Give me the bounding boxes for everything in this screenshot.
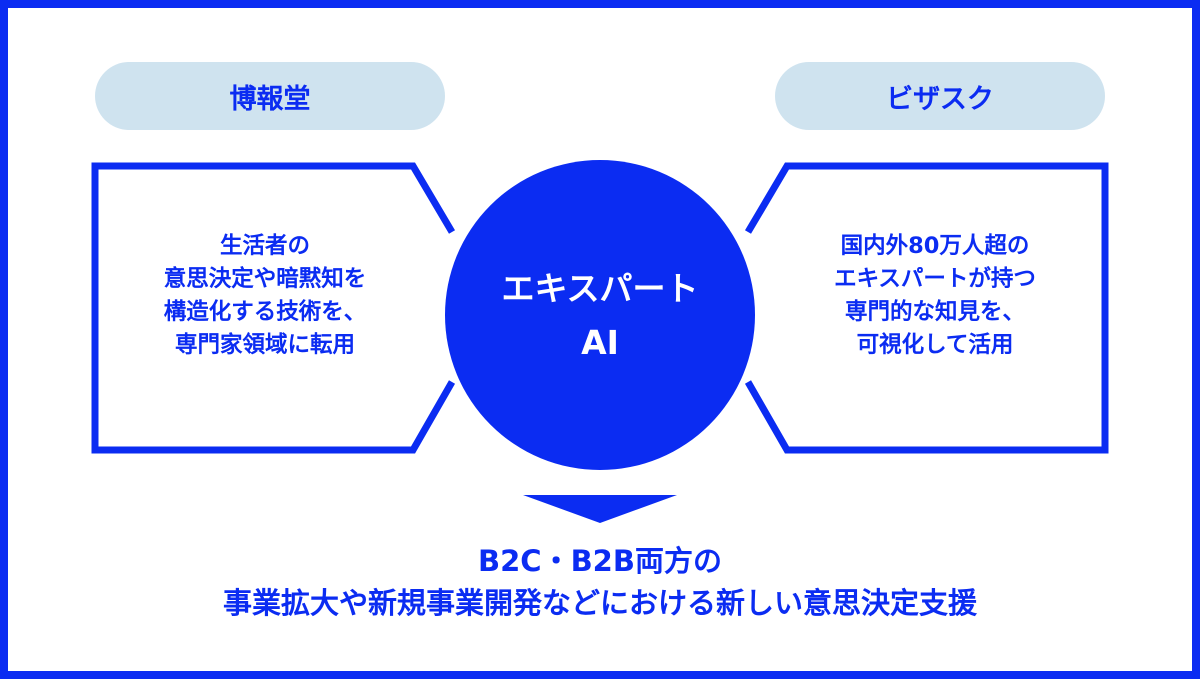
left-box-outline bbox=[91, 162, 456, 454]
down-arrow-icon bbox=[523, 495, 677, 523]
center-label: エキスパート AI bbox=[501, 269, 699, 362]
right-box-outline bbox=[744, 162, 1109, 454]
result-line-2: 事業拡大や新規事業開発などにおける新しい意思決定支援 bbox=[222, 586, 977, 620]
center-circle bbox=[445, 160, 755, 470]
right-company-label: ビザスク bbox=[775, 62, 1105, 130]
left-description: 生活者の 意思決定や暗黙知を 構造化する技術を、 専門家領域に転用 bbox=[163, 233, 367, 358]
right-description: 国内外80万人超の エキスパートが持つ 専門的な知見を、 可視化して活用 bbox=[834, 233, 1036, 358]
left-company-label: 博報堂 bbox=[95, 62, 445, 130]
result-line-1: B2C・B2B両方の bbox=[478, 544, 722, 578]
